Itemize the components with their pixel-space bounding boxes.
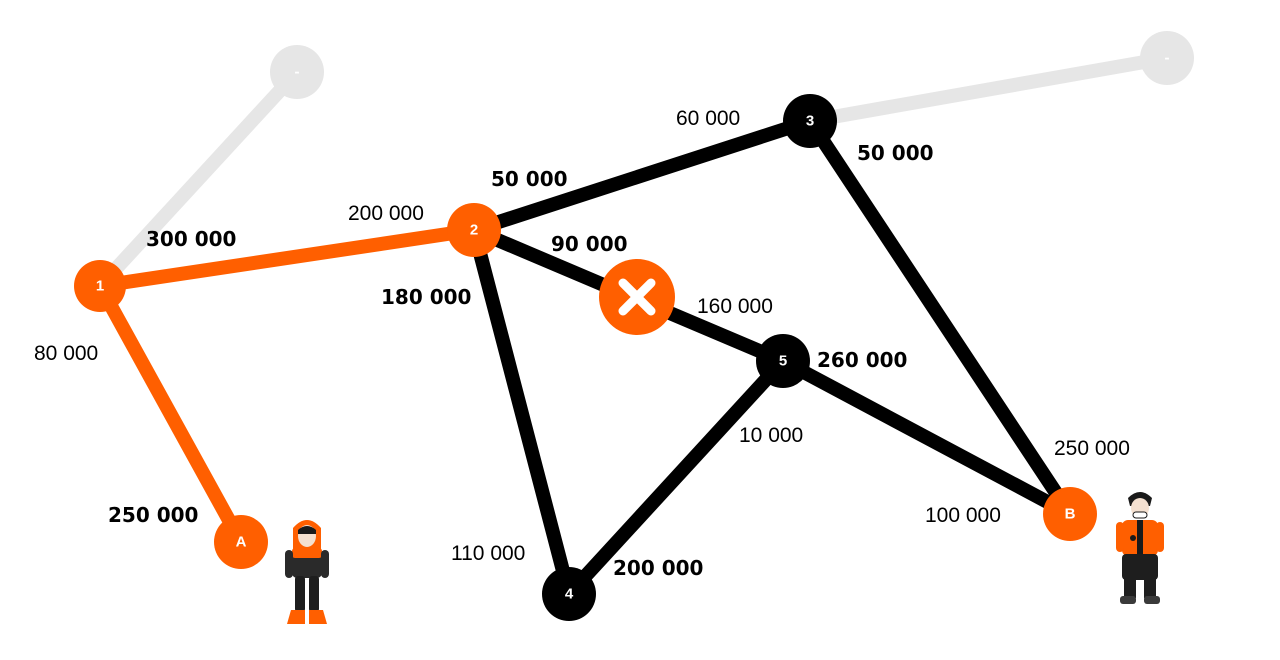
node-circle-g1 xyxy=(270,45,324,99)
edge-label-200000-2: 200 000 xyxy=(348,202,424,225)
node-label-3: 3 xyxy=(806,113,814,130)
edge-label-90000: 90 000 xyxy=(551,232,628,256)
edge-label-250000b: 250 000 xyxy=(1054,437,1130,460)
edge-5-B xyxy=(776,354,1077,521)
edge-2-3 xyxy=(467,114,817,237)
node-g2: - xyxy=(1140,31,1194,85)
node-circle-3 xyxy=(783,94,837,148)
node-circle-a xyxy=(214,515,268,569)
node-3: 3 xyxy=(783,94,837,148)
edge-label-180000: 180 000 xyxy=(381,285,471,309)
character-b xyxy=(1116,492,1164,604)
edge-3-G2 xyxy=(803,51,1174,128)
node-label-b: B xyxy=(1065,506,1076,523)
edge-label-10000: 10 000 xyxy=(739,424,803,447)
edge-label-100000: 100 000 xyxy=(925,504,1001,527)
edge-label-200000-4: 200 000 xyxy=(613,556,703,580)
edge-label-80000: 80 000 xyxy=(34,342,98,365)
node-circle-g2 xyxy=(1140,31,1194,85)
node-1: 1 xyxy=(74,260,126,312)
node-label-g2: - xyxy=(1165,50,1170,67)
edge-5-4 xyxy=(562,354,790,601)
character-a xyxy=(285,520,329,624)
edge-3-B xyxy=(803,114,1077,521)
edge-label-50000-3b: 50 000 xyxy=(857,141,934,165)
node-b: B xyxy=(1043,487,1097,541)
nodes-layer: 1 2 3 4 5A B - - xyxy=(74,31,1194,621)
node-4: 4 xyxy=(542,567,596,621)
node-circle-5 xyxy=(756,334,810,388)
node-circle-1 xyxy=(74,260,126,312)
node-g1: - xyxy=(270,45,324,99)
edge-1-A xyxy=(93,279,248,549)
node-label-4: 4 xyxy=(565,586,574,603)
node-5: 5 xyxy=(756,334,810,388)
edge-label-60000: 60 000 xyxy=(676,107,740,130)
node-label-2: 2 xyxy=(470,222,478,239)
edge-label-110000: 110 000 xyxy=(451,542,525,565)
node-circle-b xyxy=(1043,487,1097,541)
edge-1-2 xyxy=(93,223,481,293)
node-label-5: 5 xyxy=(779,353,787,370)
edge-label-160000: 160 000 xyxy=(697,295,773,318)
close-icon xyxy=(618,278,656,316)
node-label-g1: - xyxy=(295,64,300,81)
edge-label-300000: 300 000 xyxy=(146,227,236,251)
node-circle-2 xyxy=(447,203,501,257)
node-2: 2 xyxy=(447,203,501,257)
edge-label-260000: 260 000 xyxy=(817,348,907,372)
node-label-1: 1 xyxy=(96,278,104,295)
blocked-marker xyxy=(599,259,675,335)
edge-2-4 xyxy=(467,223,576,601)
node-circle-4 xyxy=(542,567,596,621)
node-label-a: A xyxy=(236,534,247,551)
edge-1-G1 xyxy=(93,65,304,293)
edge-label-50000-23: 50 000 xyxy=(491,167,568,191)
node-a: A xyxy=(214,515,268,569)
edge-label-250000a: 250 000 xyxy=(108,503,198,527)
